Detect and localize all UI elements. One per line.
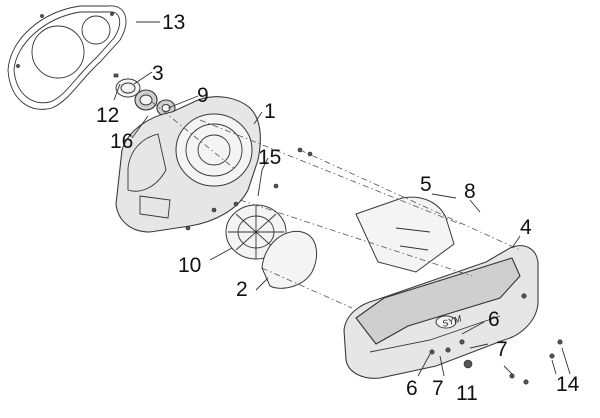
callout-6-bottom: 6	[406, 377, 418, 400]
callout-7-bottom: 7	[432, 377, 444, 400]
callout-8: 8	[464, 180, 476, 203]
callout-5: 5	[420, 173, 432, 196]
callout-3: 3	[152, 62, 164, 85]
callout-11: 13	[162, 11, 185, 34]
outer-cover-part	[343, 245, 539, 379]
leader-lines	[113, 21, 571, 377]
foam-element-part	[355, 196, 455, 273]
callout-6-top: 6	[488, 308, 500, 331]
bearing-stack	[113, 73, 176, 117]
callout-13: 12	[96, 104, 119, 127]
callout-2: 2	[236, 278, 248, 301]
callout-1: 1	[264, 100, 276, 123]
callout-14: 14	[556, 373, 580, 396]
callout-16: 16	[110, 130, 133, 153]
callout-10: 11	[456, 382, 478, 405]
callout-4: 4	[520, 216, 532, 239]
callout-12: 10	[178, 254, 201, 277]
alignment-lines	[151, 101, 521, 309]
callout-7-top: 7	[496, 338, 508, 361]
callout-9: 9	[197, 84, 209, 107]
callout-15: 15	[258, 146, 281, 169]
gasket-part	[7, 5, 127, 110]
fastener-bolts	[185, 147, 563, 385]
